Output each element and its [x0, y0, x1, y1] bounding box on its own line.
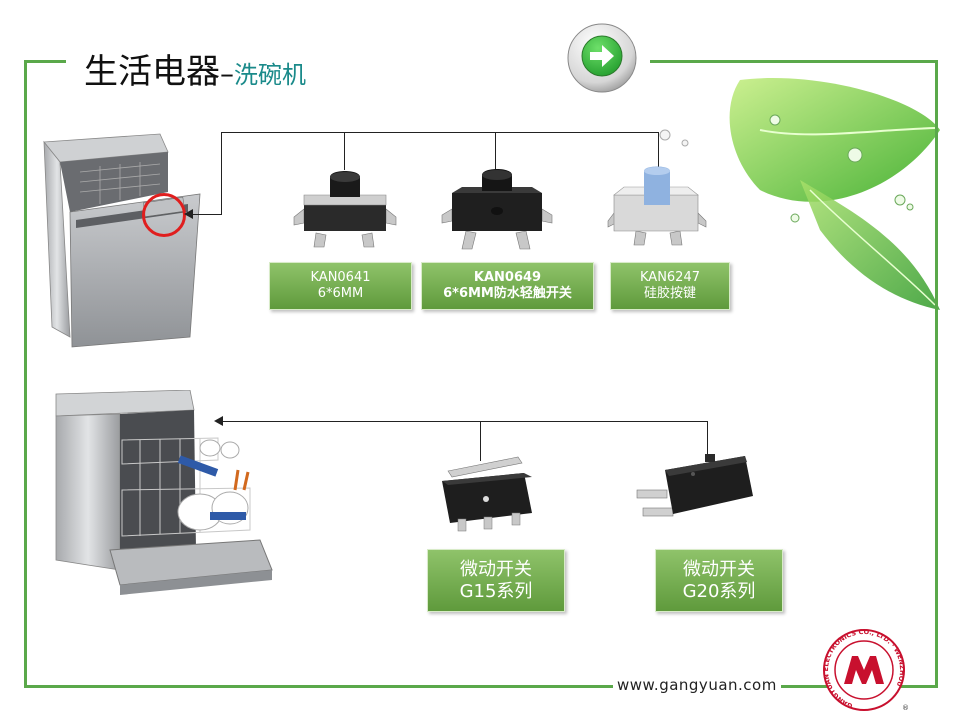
title-main: 生活电器 [84, 52, 220, 92]
connector-drop-5 [707, 421, 708, 461]
product-model: KAN6247 [640, 270, 700, 286]
tact-switch-kan0649-image [441, 169, 553, 250]
website-url[interactable]: www.gangyuan.com [613, 676, 781, 694]
micro-switch-g15-image [442, 456, 532, 532]
micro-switch-g20-image [636, 454, 753, 517]
dishwasher-open-image [55, 390, 273, 595]
frame-top-right [650, 60, 938, 63]
title-sub: 洗碗机 [234, 61, 306, 89]
frame-bottom [24, 685, 938, 688]
page-title: 生活电器–洗碗机 [84, 44, 306, 93]
tact-switch-kan0641-image [293, 171, 397, 248]
product-spec: 硅胶按键 [643, 286, 696, 301]
product-type: 微动开关 [460, 558, 532, 580]
leaf-decoration [729, 78, 940, 310]
registered-mark: ® [902, 704, 909, 712]
arrow-right-icon [567, 23, 637, 93]
frame-right [935, 60, 938, 688]
product-spec: 6*6MM防水轻触开关 [443, 286, 572, 301]
connector-drop-2 [495, 132, 496, 170]
connector-top-arrow-line [192, 214, 222, 215]
product-series: G15系列 [459, 580, 533, 602]
next-button[interactable] [566, 22, 638, 94]
highlight-circle [142, 193, 186, 237]
product-box-kan0649[interactable]: KAN0649 6*6MM防水轻触开关 [421, 262, 594, 310]
product-type: 微动开关 [683, 558, 755, 580]
product-box-kan6247[interactable]: KAN6247 硅胶按键 [610, 262, 730, 310]
frame-left [24, 60, 27, 688]
product-model: KAN0649 [473, 270, 542, 286]
product-model: KAN0641 [310, 270, 371, 286]
product-box-g20[interactable]: 微动开关 G20系列 [655, 549, 783, 612]
tact-switch-kan6247-image [607, 166, 707, 246]
product-box-g15[interactable]: 微动开关 G15系列 [427, 549, 565, 612]
connector-top-arrowhead [184, 209, 193, 219]
connector-top-horizontal [221, 132, 659, 133]
product-series: G20系列 [682, 580, 756, 602]
connector-drop-1 [344, 132, 345, 170]
company-logo: GANGYUAN ELECTRONICS CO., LTD. · WENZHOU… [822, 628, 909, 712]
water-drops [659, 129, 689, 147]
dishwasher-slim-image [43, 133, 201, 348]
title-dash: – [220, 57, 234, 90]
connector-drop-3 [658, 132, 659, 170]
connector-top-left-vertical [221, 132, 222, 215]
connector-bottom-horizontal [222, 421, 708, 422]
product-box-kan0641[interactable]: KAN0641 6*6MM [269, 262, 412, 310]
frame-top-left [24, 60, 66, 63]
connector-drop-4 [480, 421, 481, 461]
connector-bottom-arrowhead [214, 416, 223, 426]
product-spec: 6*6MM [317, 286, 364, 301]
